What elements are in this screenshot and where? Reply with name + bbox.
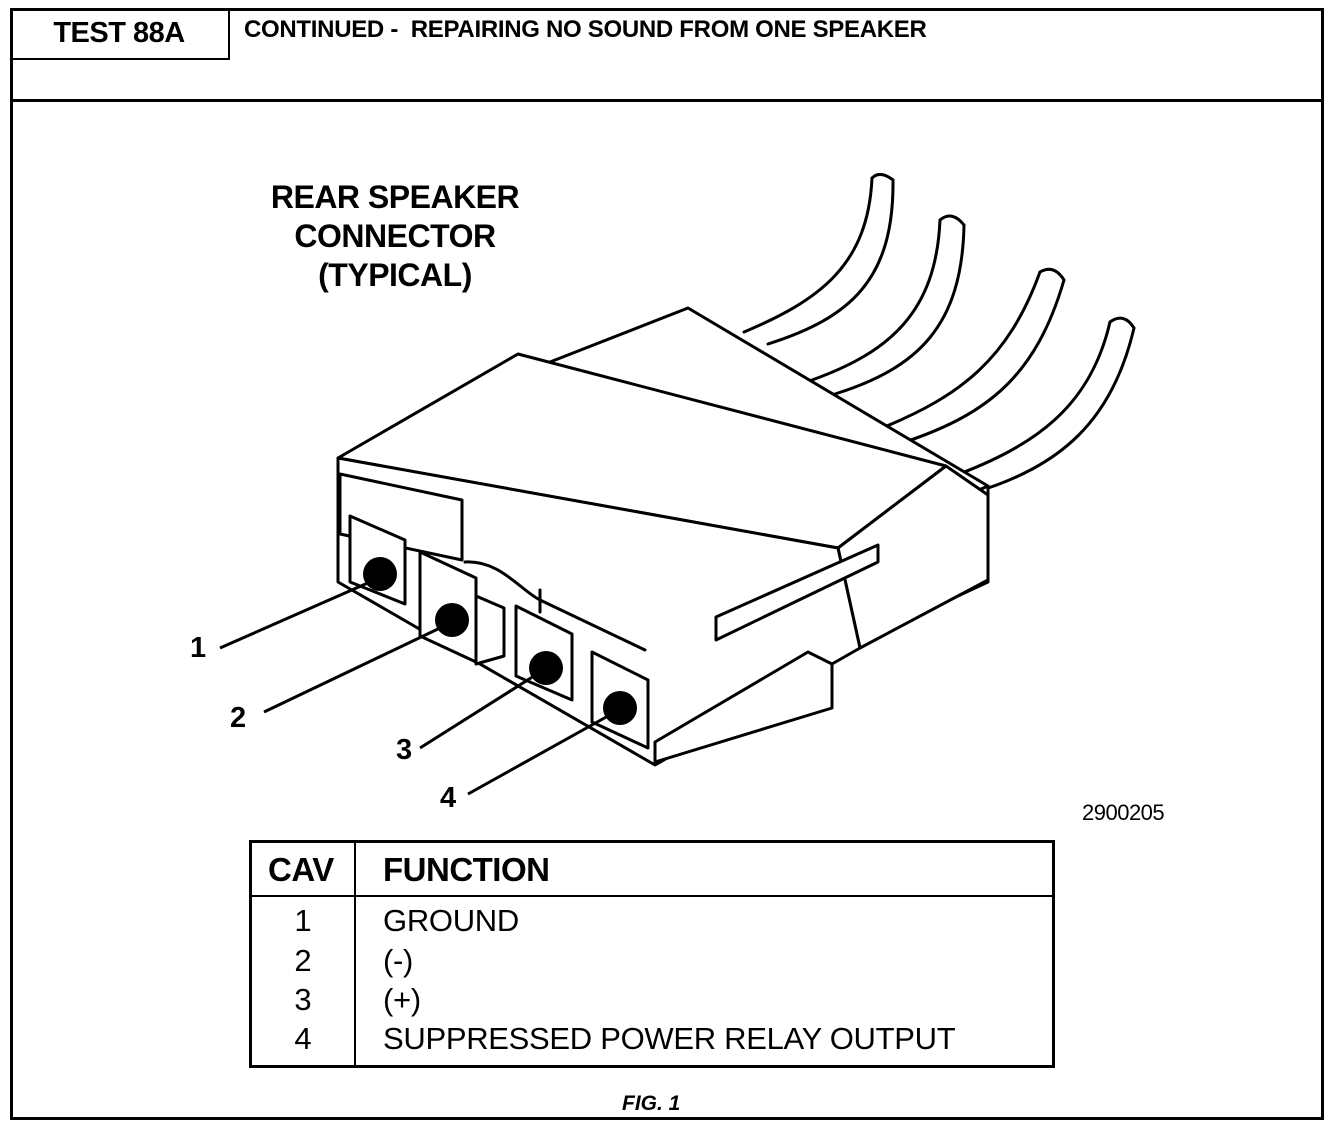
page-frame — [10, 8, 1324, 1120]
leader-pin-2 — [263, 626, 441, 714]
header-divider — [10, 99, 1324, 102]
connector-title-line-1: REAR SPEAKER — [270, 179, 520, 215]
figure-caption: FIG. 1 — [622, 1092, 681, 1115]
table-header-divider — [252, 895, 1052, 897]
terminal-4-contact — [603, 691, 637, 725]
connector-title-line-3: (TYPICAL) — [318, 257, 472, 293]
terminal-3-contact — [529, 651, 563, 685]
pin-label-1: 1 — [190, 632, 207, 664]
leader-pin-1 — [219, 580, 371, 650]
wire-3 — [880, 267, 1066, 444]
row-4-function: SUPPRESSED POWER RELAY OUTPUT — [383, 1021, 956, 1056]
row-3-function: (+) — [383, 982, 421, 1017]
table-column-divider — [354, 843, 356, 1065]
connector-front-housing — [336, 352, 990, 767]
wire-4 — [952, 316, 1136, 494]
figure-id: 2900205 — [1082, 800, 1165, 825]
cavity-function-table: CAV FUNCTION 1 GROUND 2 (-) 3 (+) 4 SUPP… — [249, 840, 1055, 1068]
side-slot — [714, 543, 880, 642]
header-function: FUNCTION — [383, 851, 550, 888]
row-1-function: GROUND — [383, 903, 519, 938]
row-2-function: (-) — [383, 943, 414, 978]
pin-label-3: 3 — [396, 734, 413, 766]
connector-title-line-2: CONNECTOR — [294, 218, 496, 254]
header-cav: CAV — [268, 851, 334, 888]
leader-pin-4 — [467, 714, 609, 796]
pin-label-2: 2 — [230, 702, 247, 734]
test-id: TEST 88A — [53, 16, 185, 49]
test-id-box: TEST 88A — [10, 8, 230, 60]
terminal-1-contact — [363, 557, 397, 591]
pin-leaders — [219, 580, 609, 796]
row-2-cav: 2 — [294, 943, 312, 978]
leader-pin-3 — [419, 674, 535, 750]
row-4-cav: 4 — [294, 1021, 312, 1056]
pin-label-4: 4 — [440, 782, 457, 814]
row-1-cav: 1 — [294, 903, 312, 938]
connector-latch — [653, 650, 834, 764]
connector-title: REAR SPEAKER CONNECTOR (TYPICAL) — [250, 178, 540, 295]
row-3-cav: 3 — [294, 982, 312, 1017]
wire-2 — [810, 214, 966, 396]
terminal-2-contact — [435, 603, 469, 637]
wire-1 — [742, 173, 895, 346]
terminal-contacts — [363, 557, 637, 725]
test-title: CONTINUED - REPAIRING NO SOUND FROM ONE … — [244, 16, 927, 43]
